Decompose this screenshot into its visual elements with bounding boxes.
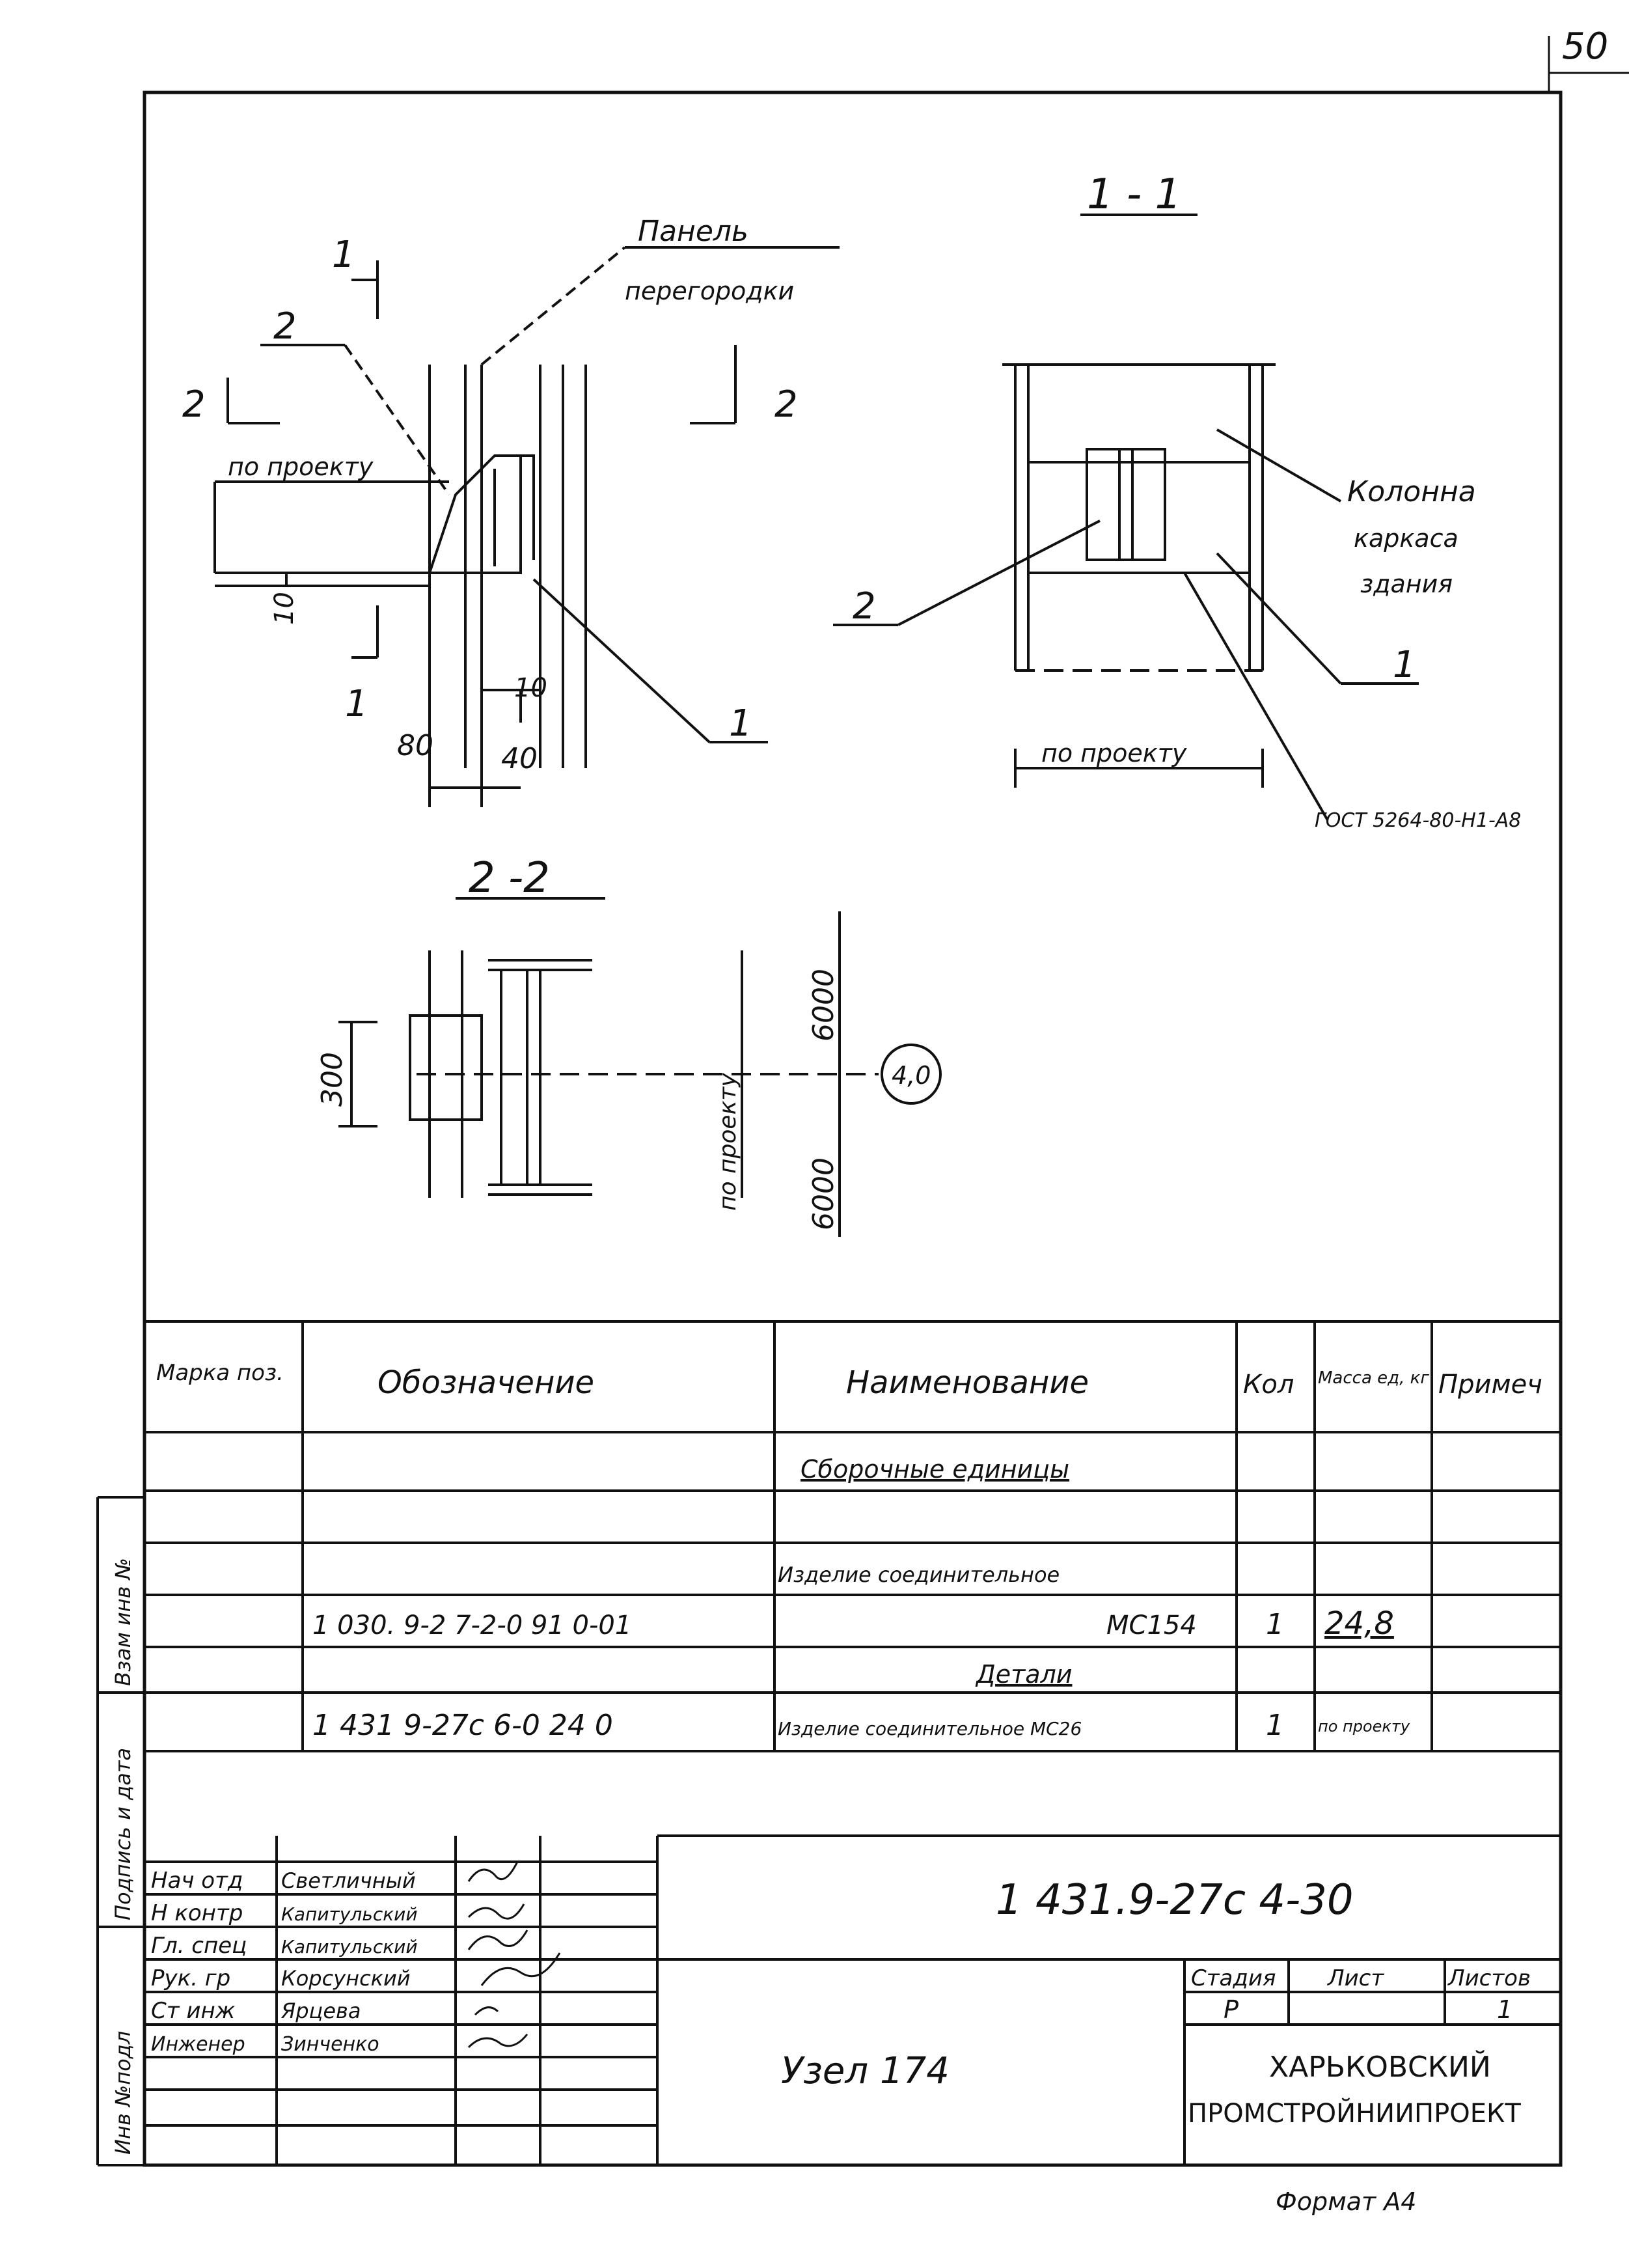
section-2-2-drawing xyxy=(338,897,942,1237)
spec-row-name: МС154 xyxy=(1106,1611,1197,1640)
column-callout-line1: Колонна xyxy=(1347,475,1476,508)
stage-value: Р xyxy=(1224,1995,1239,2024)
spec-row-name: Изделие соединительное МС26 xyxy=(778,1718,1082,1739)
dim-6000-bottom: 6000 xyxy=(807,1157,840,1230)
spec-row-mass: 24,8 xyxy=(1324,1605,1394,1642)
sheets-header: Листов xyxy=(1447,1965,1531,1991)
sheet-header: Лист xyxy=(1326,1965,1384,1991)
dim-10-left: 10 xyxy=(269,592,299,625)
section-mark-2-left: 2 xyxy=(182,383,206,426)
signature-name: Зинченко xyxy=(281,2033,379,2056)
signature-name: Капитульский xyxy=(281,1936,418,1957)
section-mark-1-bottom: 1 xyxy=(345,683,368,725)
title-block-grid xyxy=(144,1834,1561,2165)
page-number: 50 xyxy=(1562,25,1608,68)
dim-300: 300 xyxy=(316,1052,349,1107)
title-block-texts: 1 431.9-27с 4-30 Узел 174 Стадия Лист Ли… xyxy=(781,1876,1531,2129)
signature-role: Гл. спец xyxy=(151,1933,247,1959)
dim-40: 40 xyxy=(501,742,538,775)
title-block-signatures: Нач отд Светличный Н контр Капитульский … xyxy=(151,1868,418,2056)
section-mark-2-right: 2 xyxy=(774,383,798,426)
weld-note: ГОСТ 5264-80-Н1-А8 xyxy=(1315,809,1521,832)
spec-table-grid xyxy=(144,1320,1561,1752)
section-mark-1-top: 1 xyxy=(332,234,355,276)
dim-80: 80 xyxy=(397,729,433,762)
side-stamp-inv-podl: Инв №подл xyxy=(111,2031,135,2155)
callout-1: 1 xyxy=(729,702,752,745)
header-name: Наименование xyxy=(846,1364,1089,1401)
axis-label: 4,0 xyxy=(892,1061,931,1090)
signature-role: Рук. гр xyxy=(151,1965,230,1991)
signature-name: Капитульский xyxy=(281,1903,418,1925)
callout-2-left: 2 xyxy=(273,305,297,348)
dim-10-bottom: 10 xyxy=(514,673,547,703)
spec-row-designation: 1 030. 9-2 7-2-0 91 0-01 xyxy=(312,1611,631,1640)
signature-name: Корсунский xyxy=(281,1966,411,1991)
stage-header: Стадия xyxy=(1191,1965,1276,1991)
signature-name: Ярцева xyxy=(281,1998,361,2023)
side-stamp-grid xyxy=(96,1496,144,2166)
spec-table-header: Марка поз. Обозначение Наименование Кол … xyxy=(156,1360,1542,1401)
sheet-frame xyxy=(143,36,1629,2167)
spec-row-mass: по проекту xyxy=(1318,1717,1410,1736)
drawing-title: Узел 174 xyxy=(781,2050,950,2092)
panel-callout-line1: Панель xyxy=(638,215,748,248)
section-1-1-drawing xyxy=(833,214,1419,822)
spec-row-name: Детали xyxy=(975,1660,1072,1689)
section-1-1-callout-1: 1 xyxy=(1393,644,1416,686)
section-2-2-title: 2 -2 xyxy=(469,854,550,902)
signature-scribbles xyxy=(467,1861,561,2049)
column-callout-line3: здания xyxy=(1360,570,1453,598)
spec-table-rows: Сборочные единицы Изделие соединительное… xyxy=(312,1455,1410,1742)
organization-line1: ХАРЬКОВСКИЙ xyxy=(1269,2049,1491,2084)
signature-role: Нач отд xyxy=(151,1868,243,1894)
spec-row-name: Сборочные единицы xyxy=(801,1455,1069,1484)
node-plan-drawing xyxy=(213,246,840,807)
side-stamp-vzam-inv: Взам инв № xyxy=(111,1558,135,1686)
spec-row-designation: 1 431 9-27с 6-0 24 0 xyxy=(312,1709,613,1742)
header-qty: Кол xyxy=(1243,1370,1294,1400)
side-stamp-labels: Взам инв № Подпись и дата Инв №подл xyxy=(111,1558,135,2155)
spec-row-qty: 1 xyxy=(1266,1709,1284,1742)
signature-name: Светличный xyxy=(281,1868,416,1893)
signature-role: Н контр xyxy=(151,1900,243,1926)
dim-po-proektu-vertical: по проекту xyxy=(715,1073,741,1211)
section-1-1-callout-2: 2 xyxy=(853,585,876,628)
header-note: Примеч xyxy=(1438,1370,1542,1400)
dim-po-proektu-label: по проекту xyxy=(228,452,374,481)
organization-line2: ПРОМСТРОЙНИИПРОЕКТ xyxy=(1188,2097,1521,2129)
dim-6000-top: 6000 xyxy=(807,969,840,1042)
section-1-1-labels: 1 - 1 Колонна каркаса здания 2 1 по прое… xyxy=(853,171,1521,832)
section-1-1-title: 1 - 1 xyxy=(1087,171,1181,219)
document-code: 1 431.9-27с 4-30 xyxy=(996,1876,1354,1924)
sheets-value: 1 xyxy=(1497,1995,1513,2024)
header-mass: Масса ед, кг xyxy=(1318,1368,1429,1388)
spec-row-qty: 1 xyxy=(1266,1608,1284,1641)
panel-callout-line2: перегородки xyxy=(625,277,794,305)
format-label: Формат А4 xyxy=(1276,2187,1416,2216)
section-2-2-labels: 2 -2 300 по проекту 6000 6000 4,0 xyxy=(316,854,931,1230)
signature-role: Инженер xyxy=(151,2033,245,2056)
column-callout-line2: каркаса xyxy=(1354,524,1458,553)
signature-role: Ст инж xyxy=(151,1998,236,2024)
spec-row-name: Изделие соединительное xyxy=(778,1562,1060,1587)
header-designation: Обозначение xyxy=(377,1364,594,1401)
side-stamp-podpis-data: Подпись и дата xyxy=(111,1748,135,1920)
section-1-1-dim: по проекту xyxy=(1041,739,1187,768)
node-plan-labels: Панель перегородки 1 2 2 2 по проекту 10… xyxy=(182,215,798,775)
header-mark: Марка поз. xyxy=(156,1360,284,1386)
